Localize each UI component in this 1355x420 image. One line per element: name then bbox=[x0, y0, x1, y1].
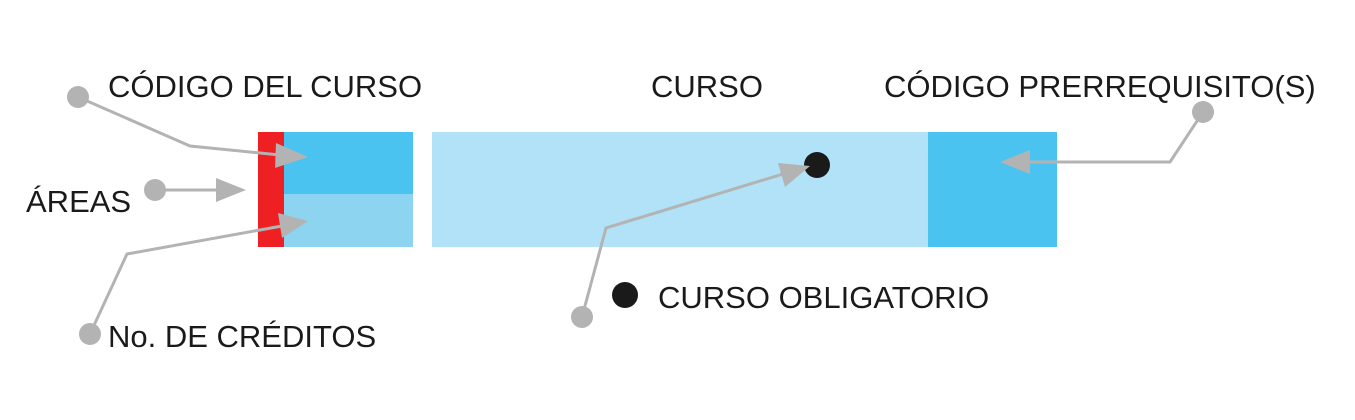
areas-label: ÁREAS bbox=[26, 184, 131, 219]
credits-arrowhead bbox=[278, 213, 308, 238]
mandatory-arrowhead bbox=[778, 163, 810, 187]
course-label: CURSO bbox=[651, 69, 763, 104]
prerequisite-code-label: CÓDIGO PRERREQUISITO(S) bbox=[884, 69, 1316, 104]
prerequisite-code-box bbox=[928, 132, 1057, 247]
course-name-box bbox=[432, 132, 930, 247]
mandatory-legend-dot bbox=[612, 282, 638, 308]
credits-label: No. DE CRÉDITOS bbox=[108, 319, 376, 354]
mandatory-leader-line bbox=[580, 172, 784, 318]
prerequisite-leader-line bbox=[1030, 111, 1205, 164]
prerequisite-arrowhead bbox=[1000, 150, 1030, 174]
mandatory-course-label: CURSO OBLIGATORIO bbox=[658, 280, 989, 315]
course-code-arrowhead bbox=[275, 143, 308, 168]
course-code-leader-line bbox=[77, 95, 281, 157]
course-code-label: CÓDIGO DEL CURSO bbox=[108, 69, 422, 104]
credits-leader-line bbox=[88, 224, 283, 335]
areas-arrowhead bbox=[216, 178, 246, 202]
course-code-box bbox=[284, 132, 413, 194]
mandatory-marker-dot bbox=[804, 152, 830, 178]
